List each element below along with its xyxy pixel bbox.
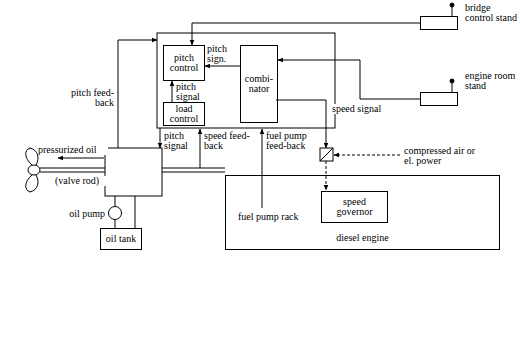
pitch-feedback-line (118, 40, 157, 148)
oil-pipe (115, 196, 135, 228)
node-text: pitch control (164, 53, 204, 73)
control-unit (157, 33, 335, 128)
lever-knob (450, 79, 454, 83)
pump-circle: oil pump (108, 206, 122, 220)
node-text: speed governor (322, 197, 387, 217)
converter-diagonal (320, 148, 333, 161)
process-box: load control (163, 102, 205, 126)
signal-connector (172, 81, 173, 102)
speed-feedback-line (200, 129, 201, 168)
power-line (334, 155, 400, 156)
signal-label: fuel pump feed-back (266, 131, 314, 151)
governor-box: speed governor (321, 191, 388, 223)
node-text: bridge control stand (465, 3, 517, 23)
node-text: diesel engine (334, 233, 390, 243)
process-box: pitch control (163, 45, 205, 81)
signal-label: pressurized oil (38, 145, 108, 155)
edge-label: pitch sign. (207, 44, 239, 64)
edge-label: pitch signal (176, 82, 208, 102)
signal-connector (115, 220, 116, 228)
pitch-signal-line (160, 128, 161, 148)
pitch-servo (105, 148, 162, 196)
converter (320, 148, 333, 161)
tank-box: oil tank (100, 228, 142, 250)
signal-label: speed feed-back (204, 131, 250, 151)
signal-label: speed signal (332, 104, 402, 114)
signal-label: compressed air or el. power (404, 146, 476, 166)
process-box: combi­nator (240, 45, 278, 123)
signal-connector (205, 66, 240, 67)
fuel-feedback-line (262, 129, 263, 208)
signal-label: (valve rod) (55, 176, 115, 186)
signal-label: pitch feed-back (68, 88, 114, 108)
node-text: oil pump (57, 209, 105, 219)
signal-connector (192, 23, 420, 45)
node-text: oil tank (104, 234, 138, 244)
signal-label: fuel pump rack (238, 212, 318, 222)
node-text: combi­nator (241, 74, 277, 94)
node-text: load control (164, 104, 204, 124)
control-stand: engine room stand (420, 92, 458, 106)
oil-arrow (58, 158, 104, 159)
lever-knob (450, 3, 454, 7)
control-stand: bridge control stand (420, 16, 458, 30)
shaft (40, 168, 225, 172)
node-text: engine room stand (465, 71, 517, 91)
signal-connector (278, 60, 420, 99)
signal-label: pitch signal (164, 131, 198, 151)
